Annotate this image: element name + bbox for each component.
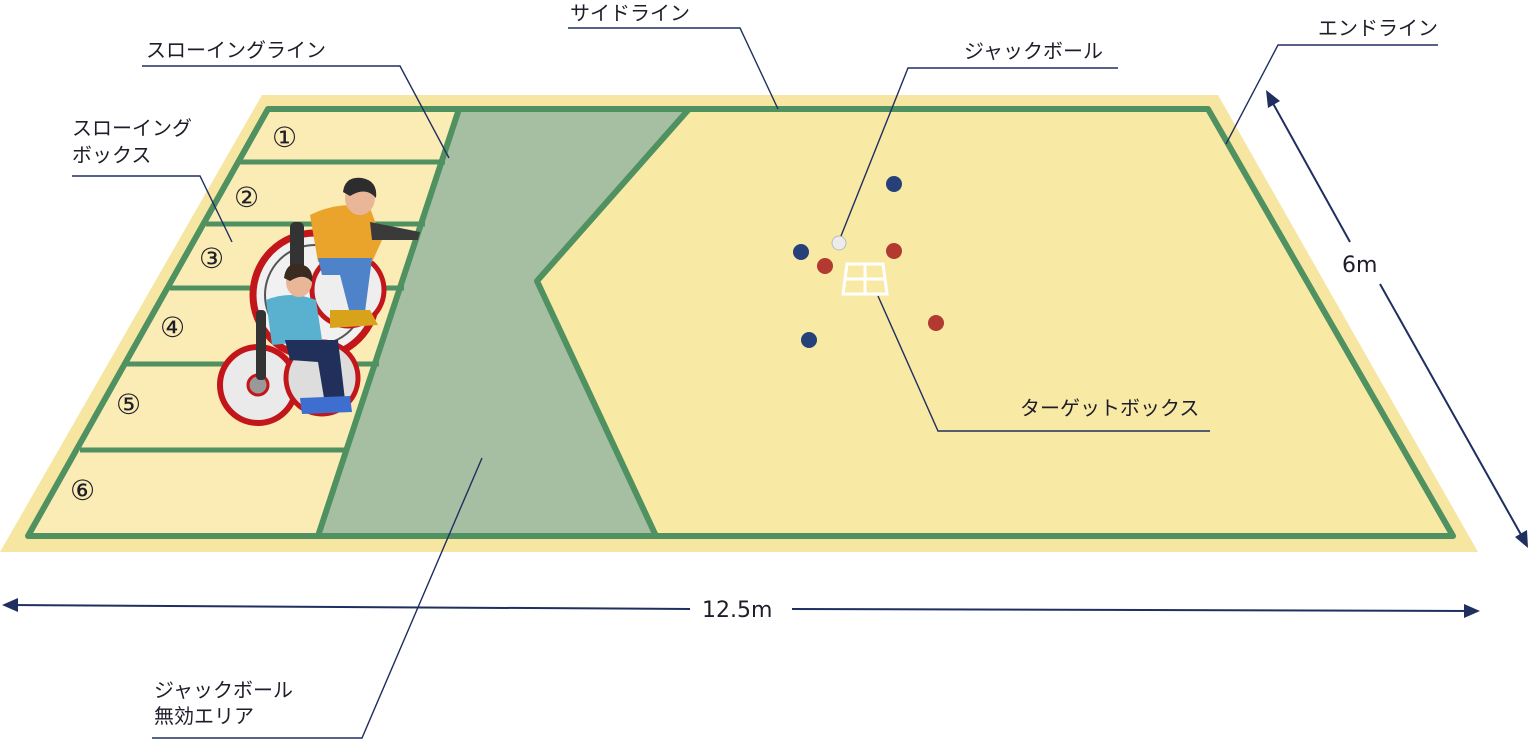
jack-ball (831, 235, 847, 251)
leader-jack-ball (840, 67, 1118, 237)
court-boundary-line (25, 106, 1456, 539)
leader-throwing-line (142, 65, 450, 159)
width-label: 6m (1342, 253, 1377, 278)
blue-ball (801, 332, 817, 348)
label-dead-area-2: 無効エリア (154, 704, 254, 728)
box-number-3: ③ (199, 242, 224, 275)
box-number-2: ② (234, 181, 259, 214)
label-jack-ball: ジャックボール (964, 39, 1103, 63)
jack-dead-area (318, 109, 689, 536)
throwing-line (315, 108, 462, 537)
red-ball (817, 258, 833, 274)
v-line (534, 107, 692, 538)
player-wheelchair-cyan (217, 263, 361, 426)
red-ball (886, 243, 902, 259)
blue-ball (886, 176, 902, 192)
label-throwing-box-1: スローイング (72, 116, 192, 140)
red-ball (928, 315, 944, 331)
leader-throwing-box (72, 175, 233, 243)
box-number-4: ④ (160, 311, 185, 344)
width-dimension-arrow (1266, 90, 1528, 548)
length-dimension-arrow (2, 598, 1480, 618)
box-number-1: ① (272, 121, 297, 154)
blue-ball (793, 244, 809, 260)
label-end-line: エンドライン (1318, 16, 1438, 40)
label-target-box: ターゲットボックス (1020, 396, 1199, 420)
label-throwing-box-2: ボックス (72, 143, 151, 167)
leader-dead-area (152, 457, 483, 739)
player-wheelchair-orange (249, 177, 420, 361)
leader-end-line (1225, 44, 1438, 145)
box-number-6: ⑥ (70, 474, 95, 507)
length-label: 12.5m (702, 598, 772, 623)
label-throwing-line: スローイングライン (146, 38, 326, 62)
label-dead-area-1: ジャックボール (154, 678, 293, 702)
label-sideline: サイドライン (570, 1, 690, 25)
box-number-5: ⑤ (116, 388, 141, 421)
target-box (841, 262, 889, 296)
leader-target-box (877, 295, 1210, 432)
leader-sideline (568, 27, 779, 110)
